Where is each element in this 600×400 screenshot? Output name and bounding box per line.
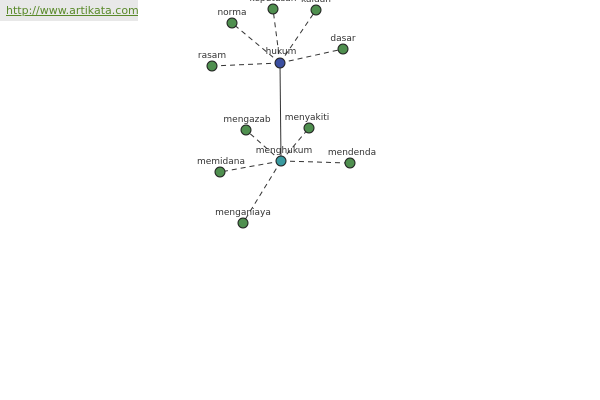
edge-menghukum-menyakiti [280, 127, 310, 162]
edge-hukum-dasar [279, 48, 344, 64]
node-menganiaya[interactable] [237, 217, 249, 229]
node-memidana[interactable] [214, 166, 226, 178]
node-mengazab[interactable] [240, 124, 252, 136]
node-label-memidana: memidana [197, 157, 245, 167]
labels-layer: hukum menghukum norma keputusan kaidah rasam d… [197, 0, 376, 218]
node-label-norma: norma [217, 8, 246, 18]
node-menghukum[interactable] [275, 155, 287, 167]
edge-hukum-menghukum [279, 62, 282, 162]
source-link[interactable]: http://www.artikata.com [0, 0, 138, 21]
node-mendenda[interactable] [344, 157, 356, 169]
node-dasar[interactable] [337, 43, 349, 55]
node-label-mengazab: mengazab [223, 115, 270, 125]
node-label-menganiaya: menganiaya [215, 208, 271, 218]
node-label-menghukum: menghukum [256, 146, 313, 156]
node-rasam[interactable] [206, 60, 218, 72]
edge-menghukum-memidana [219, 160, 282, 173]
node-kaidah[interactable] [310, 4, 322, 16]
edge-hukum-norma [231, 22, 281, 64]
node-label-hukum: hukum [266, 47, 297, 57]
edge-hukum-rasam [211, 62, 281, 67]
edge-hukum-keputusan [272, 8, 281, 64]
edge-menghukum-mendenda [280, 160, 351, 164]
node-label-rasam: rasam [198, 51, 226, 61]
edges-layer [211, 8, 351, 224]
edge-menghukum-menganiaya [242, 160, 282, 224]
nodes-layer [206, 3, 356, 229]
node-hukum[interactable] [274, 57, 286, 69]
node-label-menyakiti: menyakiti [285, 113, 330, 123]
edge-hukum-kaidah [279, 9, 317, 64]
node-keputusan[interactable] [267, 3, 279, 15]
node-label-mendenda: mendenda [328, 148, 376, 158]
node-label-kaidah: kaidah [301, 0, 331, 5]
node-label-dasar: dasar [330, 34, 355, 44]
node-label-keputusan: keputusan [250, 0, 297, 4]
node-menyakiti[interactable] [303, 122, 315, 134]
edge-menghukum-mengazab [245, 129, 282, 162]
node-norma[interactable] [226, 17, 238, 29]
